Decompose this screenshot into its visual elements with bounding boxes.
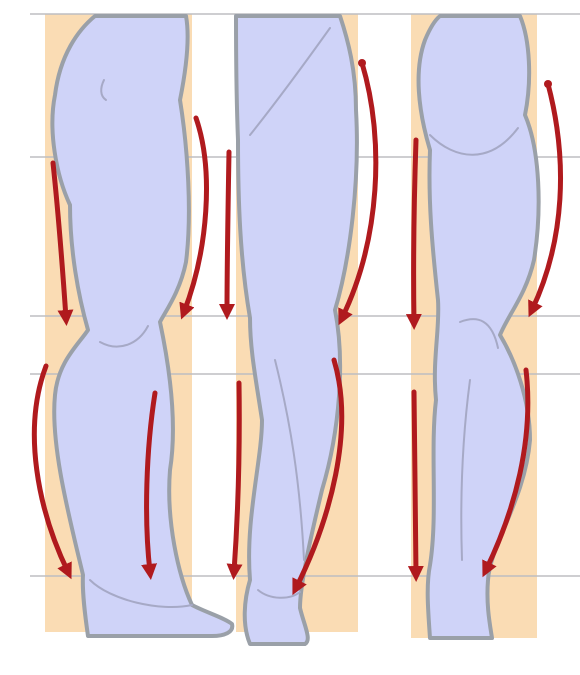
leg-shape-back xyxy=(234,14,359,646)
flow-arrow-back-thigh-outer xyxy=(338,60,379,326)
flow-arrow-left-calf xyxy=(141,390,158,580)
foot-detail-left xyxy=(89,579,193,608)
flow-arrow-left-thigh-front xyxy=(50,160,74,326)
arrow-start-dots xyxy=(358,59,552,88)
leg-shape-left xyxy=(50,14,235,638)
arrow-start-dot-right xyxy=(544,80,552,88)
flow-arrow-back-calf xyxy=(292,357,345,596)
knee-detail-left xyxy=(99,325,149,348)
flow-arrow-left-shin-front xyxy=(31,363,72,580)
leg-side-view-left xyxy=(50,14,235,638)
flow-arrow-right-thigh-back xyxy=(528,81,563,318)
flow-arrow-right-thigh-front xyxy=(405,137,422,330)
knee-detail-right xyxy=(459,318,499,349)
flow-arrow-left-thigh-back xyxy=(179,115,209,320)
leg-shape-right xyxy=(416,14,541,640)
flow-arrow-right-calf xyxy=(482,367,531,578)
flow-arrow-right-shin-front xyxy=(407,389,424,582)
thigh-detail-back xyxy=(249,27,331,136)
flow-arrow-back-thigh-inner xyxy=(219,149,236,321)
hip-detail-right xyxy=(429,127,519,156)
leg-side-view-right xyxy=(416,14,541,640)
flow-arrow-back-shin-inner xyxy=(226,380,243,580)
arrow-start-dot-back xyxy=(358,59,366,67)
shin-detail-right xyxy=(460,379,471,561)
calf-detail-back xyxy=(274,359,305,561)
flow-arrows xyxy=(31,60,563,596)
hip-detail-left xyxy=(100,79,107,101)
